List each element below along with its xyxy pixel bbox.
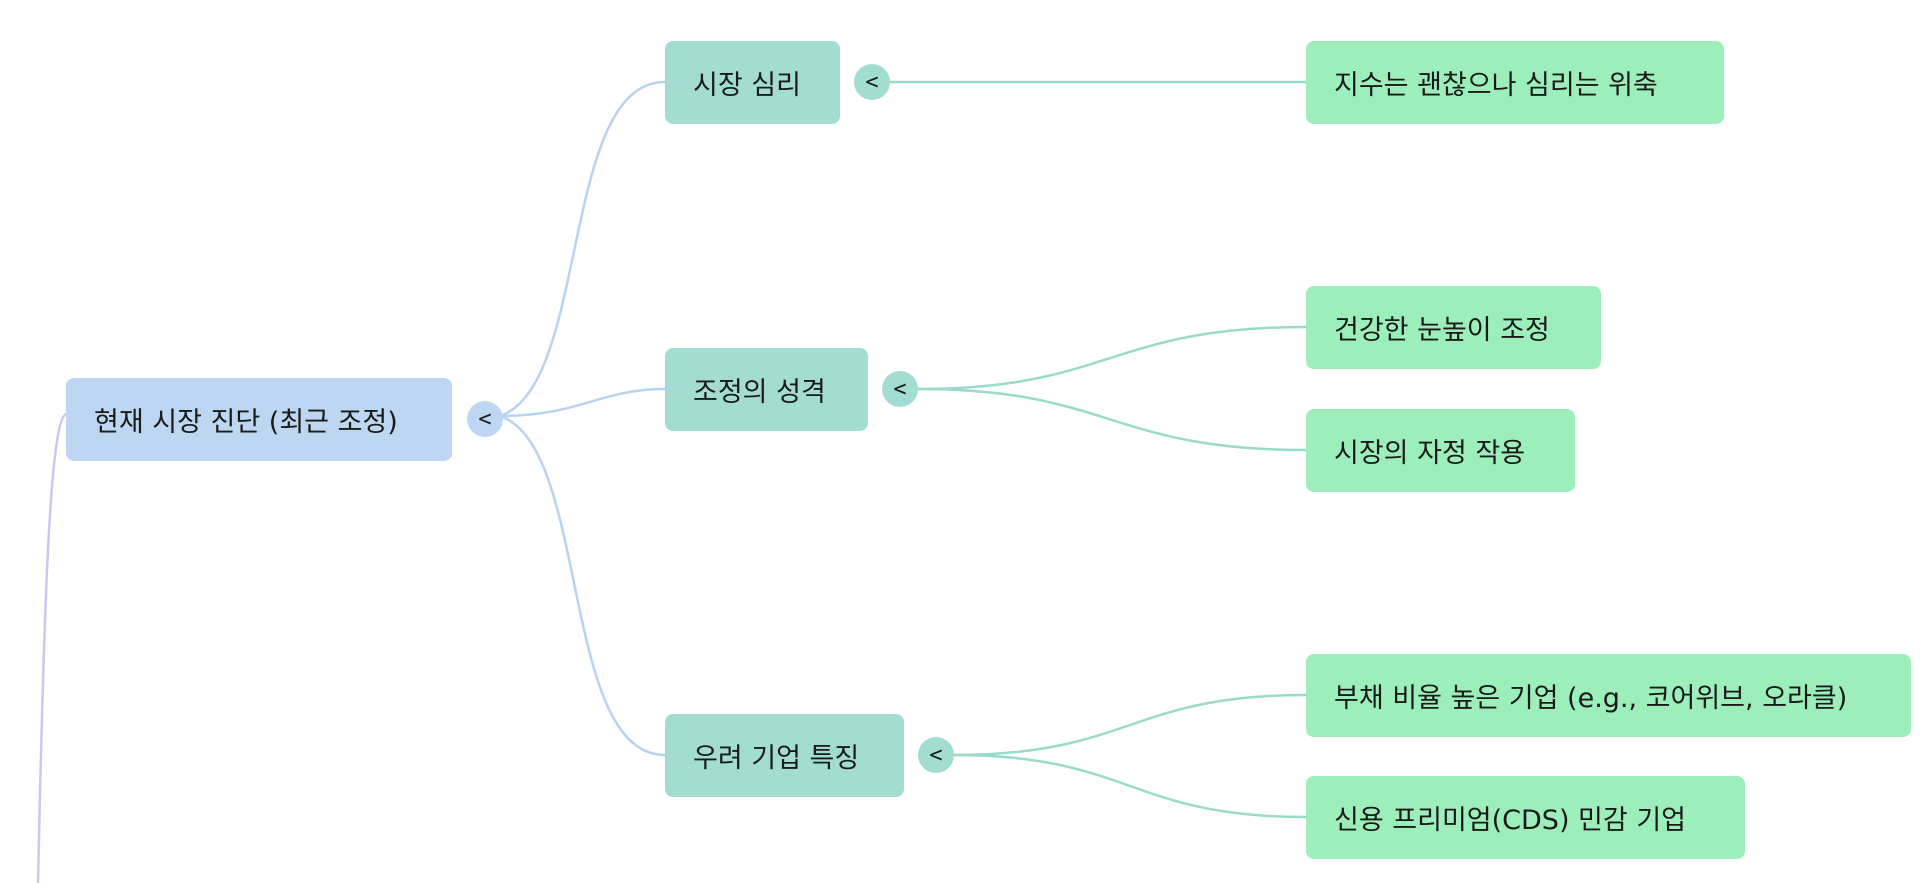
connector-correction-leaf-1 — [917, 325, 1307, 391]
collapse-chevron-icon: < — [865, 69, 879, 95]
branch-node-label: 시장 심리 — [693, 70, 801, 101]
branch-node-label: 우려 기업 특징 — [693, 743, 860, 774]
leaf-node[interactable]: 지수는 괜찮으나 심리는 위축 — [1306, 41, 1724, 124]
root-node[interactable]: 현재 시장 진단 (최근 조정) — [66, 378, 452, 461]
connector-root-concern-companies — [499, 414, 666, 757]
connector-concern-leaf-1 — [953, 693, 1307, 757]
leaf-node-label: 신용 프리미엄(CDS) 민감 기업 — [1334, 805, 1686, 836]
branch-collapse-toggle-concern-companies[interactable]: < — [918, 737, 954, 773]
leaf-node-label: 부채 비율 높은 기업 (e.g., 코어위브, 오라클) — [1334, 683, 1848, 714]
connector-correction-leaf-2 — [917, 387, 1307, 452]
connector-root-correction-nature — [499, 387, 666, 418]
leaf-node[interactable]: 건강한 눈높이 조정 — [1306, 286, 1601, 369]
branch-node-correction-nature[interactable]: 조정의 성격 — [665, 348, 868, 431]
root-node-label: 현재 시장 진단 (최근 조정) — [94, 407, 398, 438]
leaf-node-label: 지수는 괜찮으나 심리는 위축 — [1334, 70, 1658, 101]
branch-node-label: 조정의 성격 — [693, 377, 826, 408]
root-collapse-toggle[interactable]: < — [467, 401, 503, 437]
collapse-chevron-icon: < — [929, 742, 943, 768]
leaf-node-label: 시장의 자정 작용 — [1334, 438, 1526, 469]
connector-concern-leaf-2 — [953, 753, 1307, 819]
branch-collapse-toggle-correction-nature[interactable]: < — [882, 371, 918, 407]
branch-collapse-toggle-market-sentiment[interactable]: < — [854, 64, 890, 100]
collapse-chevron-icon: < — [893, 376, 907, 402]
connector-root-market-sentiment — [499, 80, 666, 418]
branch-node-market-sentiment[interactable]: 시장 심리 — [665, 41, 840, 124]
collapse-chevron-icon: < — [478, 406, 492, 432]
leaf-node[interactable]: 신용 프리미엄(CDS) 민감 기업 — [1306, 776, 1745, 859]
leaf-node[interactable]: 부채 비율 높은 기업 (e.g., 코어위브, 오라클) — [1306, 654, 1911, 737]
leaf-node[interactable]: 시장의 자정 작용 — [1306, 409, 1575, 492]
branch-node-concern-companies[interactable]: 우려 기업 특징 — [665, 714, 904, 797]
leaf-node-label: 건강한 눈높이 조정 — [1334, 315, 1550, 346]
outer-connector — [36, 412, 67, 883]
